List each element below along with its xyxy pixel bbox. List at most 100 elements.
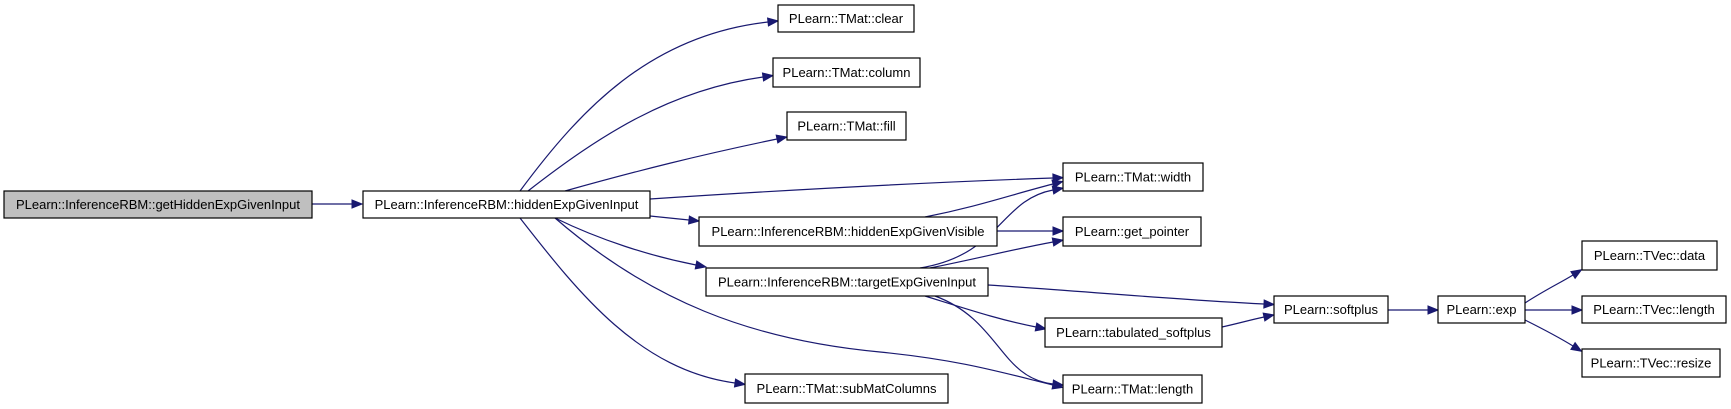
arrowhead [1034,322,1048,332]
call-graph-nodes: PLearn::InferenceRBM::getHiddenExpGivenI… [3,4,1727,404]
arrowhead [1052,226,1065,236]
edge-target_input-to-tabulated [924,295,1048,332]
node-box [744,373,949,404]
node-box [777,4,915,33]
edge-hidden_input-to-fill [564,134,789,192]
node-label: PLearn::softplus [1284,302,1378,317]
edge-line [1221,316,1265,328]
node-box [1581,240,1718,271]
edge-hidden_input-to-hidden_visible [649,215,701,225]
arrowhead [1052,173,1065,183]
node-label: PLearn::InferenceRBM::hiddenExpGivenVisi… [712,224,985,239]
node-box [1437,295,1526,324]
node-hidden-visible[interactable]: PLearn::InferenceRBM::hiddenExpGivenVisi… [698,216,998,247]
arrowhead [766,17,780,27]
node-label: PLearn::InferenceRBM::hiddenExpGivenInpu… [375,197,639,212]
node-tvec-resize[interactable]: PLearn::TVec::resize [1581,348,1721,378]
node-clear[interactable]: PLearn::TMat::clear [777,4,915,33]
edge-line [527,76,764,192]
node-label: PLearn::TVec::resize [1591,356,1712,371]
edge-line [1524,274,1574,304]
arrowhead [351,199,364,209]
node-label: PLearn::TMat::width [1075,170,1191,185]
edge-tabulated-to-softplus [1221,312,1276,328]
edge-root-to-hidden_input [312,199,364,209]
edge-line [554,217,697,266]
edge-hidden_input-to-clear [519,17,780,192]
node-label: PLearn::TMat::length [1072,382,1193,397]
node-column[interactable]: PLearn::TMat::column [772,57,921,88]
node-box [1581,295,1727,324]
edge-line [519,21,769,192]
node-box [3,190,313,219]
arrowhead [1427,305,1440,315]
edge-line [934,295,1054,385]
arrowhead [733,378,747,388]
node-tmat-length[interactable]: PLearn::TMat::length [1062,374,1203,404]
node-softplus[interactable]: PLearn::softplus [1273,295,1389,324]
node-box [1062,374,1203,404]
node-tvec-data[interactable]: PLearn::TVec::data [1581,240,1718,271]
arrowhead [1570,341,1583,352]
node-box [705,267,989,297]
edge-line [649,177,1054,200]
node-tabulated[interactable]: PLearn::tabulated_softplus [1044,317,1223,348]
node-hidden-input[interactable]: PLearn::InferenceRBM::hiddenExpGivenInpu… [362,190,651,219]
node-box [698,216,998,247]
node-label: PLearn::InferenceRBM::targetExpGivenInpu… [718,275,976,290]
node-box [1273,295,1389,324]
node-label: PLearn::TMat::fill [797,119,895,134]
edge-line [987,284,1265,305]
node-box [1044,317,1223,348]
arrowhead [1262,312,1276,322]
edge-line [649,215,690,221]
node-box [772,57,921,88]
arrowhead [1051,237,1065,247]
arrowhead [775,134,789,144]
node-width[interactable]: PLearn::TMat::width [1062,162,1204,192]
arrowhead [1051,379,1065,389]
edge-exp-to-tvec_length [1525,305,1584,315]
node-box [1062,216,1202,247]
node-tvec-length[interactable]: PLearn::TVec::length [1581,295,1727,324]
edge-softplus-to-exp [1388,305,1440,315]
node-label: PLearn::TMat::subMatColumns [757,381,937,396]
edge-hidden_visible-to-width [924,179,1064,218]
node-fill[interactable]: PLearn::TMat::fill [786,111,907,141]
edge-target_input-to-get_pointer [929,237,1065,269]
arrowhead [694,260,708,270]
node-target-input[interactable]: PLearn::InferenceRBM::targetExpGivenInpu… [705,267,989,297]
arrowhead [1570,269,1583,280]
edge-hidden_input-to-column [527,72,775,192]
edge-line [564,138,778,192]
edge-hidden_input-to-width [649,173,1065,200]
node-label: PLearn::TVec::data [1594,248,1706,263]
arrowhead [761,72,775,82]
node-box [362,190,651,219]
call-graph-edges [312,17,1584,390]
edge-hidden_input-to-target_input [554,217,708,270]
edge-target_input-to-tmat_length [934,295,1065,389]
arrowhead [1051,179,1064,189]
node-exp[interactable]: PLearn::exp [1437,295,1526,324]
node-label: PLearn::TMat::column [783,65,911,80]
edge-hidden_visible-to-get_pointer [997,226,1065,236]
node-label: PLearn::tabulated_softplus [1056,325,1211,340]
node-label: PLearn::InferenceRBM::getHiddenExpGivenI… [16,197,300,212]
arrowhead [1263,299,1276,309]
node-get-pointer[interactable]: PLearn::get_pointer [1062,216,1202,247]
node-label: PLearn::get_pointer [1075,224,1190,239]
edge-line [519,217,736,384]
edge-line [924,183,1054,218]
edge-exp-to-tvec_resize [1524,319,1583,352]
edge-line [554,217,1054,386]
edge-line [929,241,1054,269]
arrowhead [1051,185,1065,195]
node-box [1062,162,1204,192]
node-submat[interactable]: PLearn::TMat::subMatColumns [744,373,949,404]
arrowhead [688,215,701,225]
edge-exp-to-tvec_data [1524,269,1583,304]
edge-line [924,295,1037,328]
node-label: PLearn::TVec::length [1593,302,1714,317]
